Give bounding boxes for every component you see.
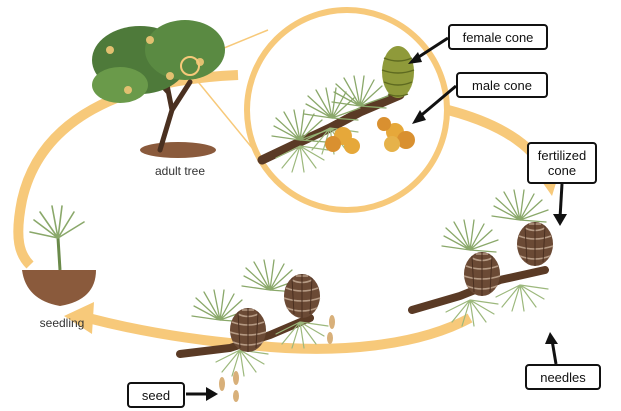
fertilized-cone-label: fertilized cone [527, 142, 597, 184]
seed-branch [180, 260, 335, 402]
adult-tree-illustration [92, 20, 225, 158]
adult-tree-label: adult tree [140, 164, 220, 178]
seed-label: seed [127, 382, 185, 408]
female-cone-illustration [382, 46, 414, 98]
seedling-label: seedling [22, 316, 102, 330]
male-cone-label: male cone [456, 72, 548, 98]
fertilized-cone-branch [412, 190, 553, 326]
female-cone-label: female cone [448, 24, 548, 50]
seedling-illustration [22, 206, 96, 306]
magnified-view [190, 10, 447, 210]
needles-label: needles [525, 364, 601, 390]
